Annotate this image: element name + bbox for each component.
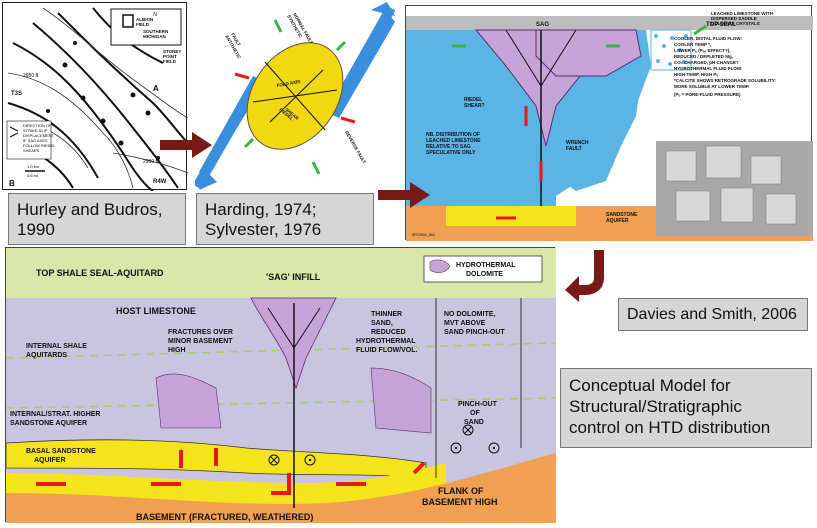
strain-ellipse-figure: SYNTHETIC NORMAL FAULT FOLD AXIS ANTITHE… <box>192 2 396 190</box>
internal-shale-label-1: INTERNAL SHALE <box>26 343 87 350</box>
map-scale-mi: 0.6 mi <box>27 173 38 178</box>
map-legend-3: DISPLACEMENT <box>23 133 55 138</box>
fractures-label-3: HIGH <box>168 347 186 354</box>
map-inset-label-6: POINT <box>163 54 177 59</box>
leached-label-3: DOLOMITE CRYSTALS <box>711 21 760 26</box>
sag-label: SAG <box>536 22 549 28</box>
ellipse-label-3: FOLD AXIS <box>276 79 300 88</box>
map-inset-label-2: FIELD <box>136 22 150 27</box>
sag-note-10: (Pₒ = PORE-FLUID PRESSURE) <box>674 92 741 97</box>
map-range-label: R4W <box>153 179 167 185</box>
map-panel-b-label: B <box>9 179 15 188</box>
strain-ellipse-panel: SYNTHETIC NORMAL FAULT FOLD AXIS ANTITHE… <box>192 2 396 190</box>
thinner-label-5: FLUID FLOW/VOL. <box>356 347 417 354</box>
basal-label-2: AQUIFER <box>34 457 66 464</box>
leached-label-1: LEACHED LIMESTONE WITH <box>711 11 773 16</box>
internal-strat-label-1: INTERNAL/STRAT. HIGHER <box>10 411 100 418</box>
sag-note-8: *CALCITE SHOWS RETROGRADE SOLUBILITY: <box>674 78 776 83</box>
wrench-label-1: WRENCH <box>566 140 589 146</box>
conceptual-model-panel: TOP SHALE SEAL-AQUITARD 'SAG' INFILL HYD… <box>5 247 557 523</box>
sag-note-4: REDUCED / DEPLETED Mg, <box>674 54 733 59</box>
map-inset-label-3: SOUTHERN <box>143 29 168 34</box>
basement-label: BASEMENT (FRACTURED, WEATHERED) <box>136 512 313 522</box>
caption-davies-smith: Davies and Smith, 2006 <box>618 298 808 331</box>
sag-note-2: COOLER TEMP *, <box>674 42 711 47</box>
fractures-label-2: MINOR BASEMENT <box>168 338 233 345</box>
flank-label-1: FLANK OF <box>438 486 484 496</box>
arrow-map-to-ellipse <box>160 132 212 158</box>
caption-harding-sylvester: Harding, 1974; Sylvester, 1976 <box>196 193 374 245</box>
thinner-label-2: SAND, <box>371 320 393 327</box>
map-contour-label-2: 2900 ft <box>143 159 159 165</box>
flank-label-2: BASEMENT HIGH <box>422 497 498 507</box>
map-scale-km: 1.0 km <box>27 164 40 169</box>
map-inset-label-1: ALBION <box>136 17 153 22</box>
conceptual-model-figure: TOP SHALE SEAL-AQUITARD 'SAG' INFILL HYD… <box>5 248 557 523</box>
map-township-label: T3S <box>11 91 22 97</box>
caption-conceptual-model: Conceptual Model for Structural/Stratigr… <box>560 368 812 448</box>
fractures-label-1: FRACTURES OVER <box>168 329 233 336</box>
pinchout-label-1: PINCH-OUT <box>458 401 498 408</box>
basal-label-1: BASAL SANDSTONE <box>26 448 96 455</box>
map-legend-1: DIRECTION OF <box>23 123 52 128</box>
map-panel-a-label: A <box>153 84 159 93</box>
nb-label-3: RELATIVE TO SAG <box>426 144 471 150</box>
sandstone-aquifer-label-1: SANDSTONE <box>606 212 638 218</box>
sag-infill-label: 'SAG' INFILL <box>266 272 321 282</box>
fault-map-figure: N ALBION FIELD SOUTHERN MICHIGAN STONEY … <box>6 7 189 192</box>
sandstone-aquifer-label-2: AQUIFER <box>606 218 629 224</box>
svg-text:N: N <box>153 12 157 18</box>
top-seal-label: TOP SEAL <box>706 22 736 28</box>
sag-note-9: MORE SOLUBLE AT LOWER TEMP. <box>674 84 749 89</box>
map-inset-label-7: FIELD <box>163 59 177 64</box>
thinner-label-4: HYDROTHERMAL <box>356 338 416 345</box>
arrow-ellipse-to-sag <box>378 182 430 208</box>
arrow-sag-to-model <box>565 250 604 302</box>
internal-strat-label-2: SANDSTONE AQUIFER <box>10 420 87 427</box>
leached-label-2: DISPERSED SADDLE <box>711 16 757 21</box>
no-dolomite-label-1: NO DOLOMITE, <box>444 311 495 318</box>
sag-cross-section-figure: SAG TOP SEAL LEACHED LIMESTONE WITH DISP… <box>406 11 813 241</box>
pinchout-label-2: OF <box>470 410 480 417</box>
thinner-label-3: REDUCED <box>371 329 406 336</box>
map-legend-2: STRIKE-SLIP <box>23 128 48 133</box>
map-legend-6: SHEARS <box>23 148 40 153</box>
sag-note-1: COOLER, DISTAL FLUID FLOW: <box>674 36 742 41</box>
ellipse-label-5: FAULT <box>230 32 242 47</box>
map-inset-label-4: MICHIGAN <box>143 34 166 39</box>
dolomite-legend-2: DOLOMITE <box>466 271 503 278</box>
sag-note-6: HYDROTHERMAL FLUID FLOW: <box>674 66 743 71</box>
wrench-label-2: FAULT <box>566 146 582 152</box>
sag-figure-ref: SPC2001_004 <box>412 233 435 237</box>
dolomite-legend-1: HYDROTHERMAL <box>456 262 516 269</box>
internal-shale-label-2: AQUITARDS <box>26 352 67 359</box>
nb-label-2: LEACHED LIMESTONE <box>426 138 481 144</box>
nb-label-4: SPECULATIVE ONLY <box>426 150 476 156</box>
ellipse-label-8: REVERSE FAULT <box>344 130 367 165</box>
top-shale-label: TOP SHALE SEAL-AQUITARD <box>36 268 164 278</box>
caption-hurley-budros: Hurley and Budros, 1990 <box>8 193 186 245</box>
host-limestone-label: HOST LIMESTONE <box>116 306 196 316</box>
map-inset-label-5: STONEY <box>163 49 181 54</box>
no-dolomite-label-3: SAND PINCH-OUT <box>444 329 505 336</box>
sag-cross-section-panel: SAG TOP SEAL LEACHED LIMESTONE WITH DISP… <box>405 5 813 241</box>
nb-label-1: NB. DISTRIBUTION OF <box>426 132 480 138</box>
riedel-label-1: RIEDEL <box>464 97 482 103</box>
sag-note-5: CO₂ CHARGED, pH CHANGE? <box>674 60 739 65</box>
sag-note-3: LOWER Pₒ (Pₒₒ EFFECT?), <box>674 48 731 53</box>
map-contour-label-1: 2950 ft <box>23 73 39 79</box>
pinchout-label-3: SAND <box>464 419 484 426</box>
map-legend-5: FOLLOW RIEDEL <box>23 143 56 148</box>
sag-note-7: HIGH TEMP, HIGH Pₒ <box>674 72 718 77</box>
thinner-label-1: THINNER <box>371 311 402 318</box>
map-legend-4: IF SAG AXES <box>23 138 48 143</box>
fault-map-panel: N ALBION FIELD SOUTHERN MICHIGAN STONEY … <box>2 2 189 192</box>
riedel-label-2: SHEAR? <box>464 103 485 109</box>
no-dolomite-label-2: MVT ABOVE <box>444 320 486 327</box>
